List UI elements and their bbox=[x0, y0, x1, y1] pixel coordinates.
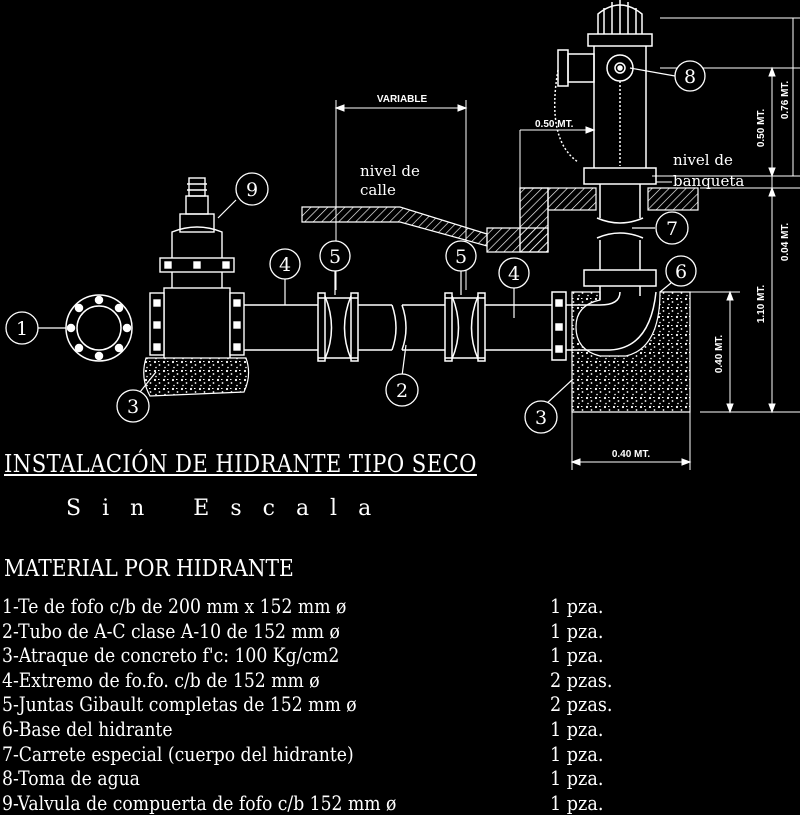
material-row: 7-Carrete especial (cuerpo del hidrante)… bbox=[2, 742, 702, 767]
svg-text:3: 3 bbox=[127, 396, 139, 418]
material-desc: 2-Tubo de A-C clase A-10 de 152 mm ø bbox=[2, 618, 340, 643]
callout-7: 7 bbox=[655, 211, 689, 245]
material-qty: 2 pzas. bbox=[550, 667, 613, 692]
material-qty: 1 pza. bbox=[550, 643, 604, 668]
hydrant-body bbox=[553, 0, 657, 270]
material-desc: 5-Juntas Gibault completas de 152 mm ø bbox=[2, 692, 357, 717]
dim-050-side: 0.50 MT. bbox=[756, 109, 767, 148]
callout-9: 9 bbox=[235, 172, 269, 206]
material-qty: 1 pza. bbox=[550, 716, 604, 741]
drawing-title: INSTALACIÓN DE HIDRANTE TIPO SECO bbox=[4, 450, 477, 478]
nivel-calle-line2: calle bbox=[360, 181, 396, 199]
dim-050-top: 0.50 MT. bbox=[535, 119, 574, 130]
callout-5b: 5 bbox=[445, 240, 477, 272]
dim-040-h: 0.40 MT. bbox=[612, 449, 651, 460]
material-row: 5-Juntas Gibault completas de 152 mm ø 2 … bbox=[2, 692, 702, 717]
callout-4a: 4 bbox=[269, 248, 301, 280]
material-desc: 3-Atraque de concreto f'c: 100 Kg/cm2 bbox=[2, 643, 340, 668]
nivel-banqueta-line1: nivel de bbox=[673, 151, 733, 169]
svg-text:8: 8 bbox=[684, 66, 696, 88]
concrete-block-base bbox=[571, 291, 691, 413]
material-row: 1-Te de fofo c/b de 200 mm x 152 mm ø 1 p… bbox=[2, 594, 702, 619]
svg-text:4: 4 bbox=[279, 254, 291, 276]
material-qty: 1 pza. bbox=[550, 594, 604, 618]
material-desc: 6-Base del hidrante bbox=[2, 716, 173, 741]
callout-3a: 3 bbox=[116, 389, 150, 423]
material-row: 4-Extremo de fo.fo. c/b de 152 mm ø 2 pza… bbox=[2, 668, 702, 693]
material-qty: 1 pza. bbox=[550, 766, 604, 791]
material-qty: 1 pza. bbox=[550, 618, 604, 643]
street-slab bbox=[301, 187, 549, 253]
dim-076: 0.76 MT. bbox=[780, 81, 791, 120]
callout-1: 1 bbox=[5, 311, 39, 345]
material-desc: 4-Extremo de fo.fo. c/b de 152 mm ø bbox=[2, 667, 320, 692]
dim-variable: VARIABLE bbox=[377, 94, 428, 105]
sidewalk-slab bbox=[547, 187, 699, 211]
material-row: 2-Tubo de A-C clase A-10 de 152 mm ø 1 pz… bbox=[2, 619, 702, 644]
gibault-joint-2 bbox=[444, 292, 486, 362]
svg-text:4: 4 bbox=[508, 263, 520, 285]
svg-text:6: 6 bbox=[675, 261, 687, 283]
callout-2: 2 bbox=[385, 373, 419, 407]
svg-text:9: 9 bbox=[246, 179, 258, 201]
material-row: 8-Toma de agua 1 pza. bbox=[2, 766, 702, 791]
material-desc: 9-Valvula de compuerta de fofo c/b 152 m… bbox=[2, 790, 397, 815]
pipe-line bbox=[244, 304, 552, 351]
svg-text:2: 2 bbox=[396, 380, 408, 402]
svg-text:5: 5 bbox=[329, 246, 341, 268]
dim-004: 0.04 MT. bbox=[780, 223, 791, 262]
drawing-scale-note: Sin Escala bbox=[66, 496, 393, 521]
callout-5a: 5 bbox=[319, 240, 351, 272]
gibault-joint-1 bbox=[317, 292, 359, 362]
materials-heading: MATERIAL POR HIDRANTE bbox=[4, 556, 294, 582]
svg-text:7: 7 bbox=[666, 218, 678, 240]
material-row: 9-Valvula de compuerta de fofo c/b 152 m… bbox=[2, 791, 702, 815]
svg-text:1: 1 bbox=[16, 318, 28, 340]
material-row: 6-Base del hidrante 1 pza. bbox=[2, 717, 702, 742]
material-qty: 2 pzas. bbox=[550, 692, 613, 717]
material-desc: 1-Te de fofo c/b de 200 mm x 152 mm ø bbox=[2, 594, 347, 618]
material-row: 3-Atraque de concreto f'c: 100 Kg/cm2 1 p… bbox=[2, 643, 702, 668]
nivel-banqueta-line2: banqueta bbox=[673, 172, 744, 190]
material-qty: 1 pza. bbox=[550, 790, 604, 815]
callout-6: 6 bbox=[665, 255, 697, 287]
tee-flange bbox=[65, 294, 133, 362]
nivel-calle-line1: nivel de bbox=[360, 162, 420, 180]
svg-text:3: 3 bbox=[535, 407, 547, 429]
material-qty: 1 pza. bbox=[550, 741, 604, 766]
svg-text:5: 5 bbox=[455, 246, 467, 268]
callout-8: 8 bbox=[674, 60, 706, 92]
materials-list: 1-Te de fofo c/b de 200 mm x 152 mm ø 1 p… bbox=[2, 594, 702, 815]
callout-4b: 4 bbox=[498, 257, 530, 289]
dim-040-v: 0.40 MT. bbox=[714, 335, 725, 374]
gate-valve bbox=[149, 177, 245, 361]
hydrant-base bbox=[551, 291, 567, 361]
concrete-block-valve bbox=[143, 357, 250, 397]
callout-3b: 3 bbox=[524, 400, 558, 434]
material-desc: 8-Toma de agua bbox=[2, 766, 140, 791]
callouts bbox=[38, 67, 676, 406]
material-desc: 7-Carrete especial (cuerpo del hidrante) bbox=[2, 741, 354, 766]
dim-110: 1.10 MT. bbox=[756, 285, 767, 324]
